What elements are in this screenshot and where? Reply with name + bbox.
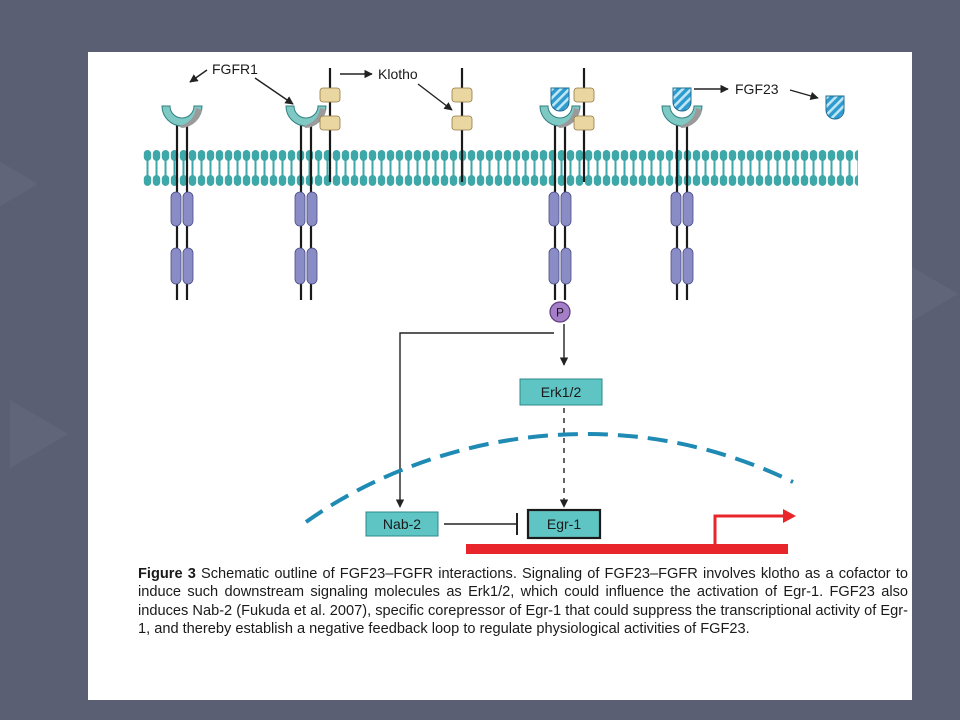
fgf23-ligand-free <box>825 95 845 120</box>
gene-dna-bar <box>466 544 788 554</box>
receptor-4 <box>661 105 703 300</box>
pointer-fgfr1-b <box>254 77 294 105</box>
pointer-fgf23-b <box>789 89 819 100</box>
label-klotho: Klotho <box>378 66 418 82</box>
klotho-1 <box>319 68 341 182</box>
egr1-box <box>526 508 602 540</box>
receptor-3 <box>539 105 581 300</box>
klotho-2 <box>451 68 473 182</box>
receptor-1 <box>161 105 203 300</box>
nuclear-envelope <box>304 432 794 524</box>
label-fgf23: FGF23 <box>735 81 779 97</box>
pointer-klotho-b <box>417 83 453 111</box>
label-fgfr1: FGFR1 <box>212 61 258 77</box>
figure-panel: FGFR1 Klotho FGF23 P Erk1/2 Nab-2 Egr-1 <box>88 52 912 700</box>
fgf23-ligand-bound-1 <box>550 87 570 112</box>
transcription-start-arrow <box>713 514 788 544</box>
figure-label: Figure 3 <box>138 566 196 582</box>
fgf23-ligand-bound-2 <box>672 87 692 112</box>
signaling-diagram: FGFR1 Klotho FGF23 P Erk1/2 Nab-2 Egr-1 <box>143 61 858 554</box>
receptor-2 <box>285 105 327 300</box>
nab2-label: Nab-2 <box>383 516 421 532</box>
background-arrow-decoration <box>0 150 38 218</box>
caption-text: Schematic outline of FGF23–FGFR interact… <box>138 566 908 637</box>
klotho-3 <box>573 68 595 182</box>
egr1-label: Egr-1 <box>547 516 581 532</box>
erk-label: Erk1/2 <box>541 384 582 400</box>
erk-box <box>519 378 603 406</box>
pointer-fgfr1-a <box>189 69 208 83</box>
transcription-arrowhead <box>783 509 796 523</box>
nab2-box <box>365 511 439 537</box>
phospho-marker <box>549 301 571 323</box>
background-arrow-decoration <box>10 400 68 468</box>
figure-caption: Figure 3 Schematic outline of FGF23–FGFR… <box>138 565 908 638</box>
cell-membrane <box>143 150 858 186</box>
phospho-label: P <box>556 306 564 320</box>
path-phospho-to-nab2 <box>395 332 554 508</box>
